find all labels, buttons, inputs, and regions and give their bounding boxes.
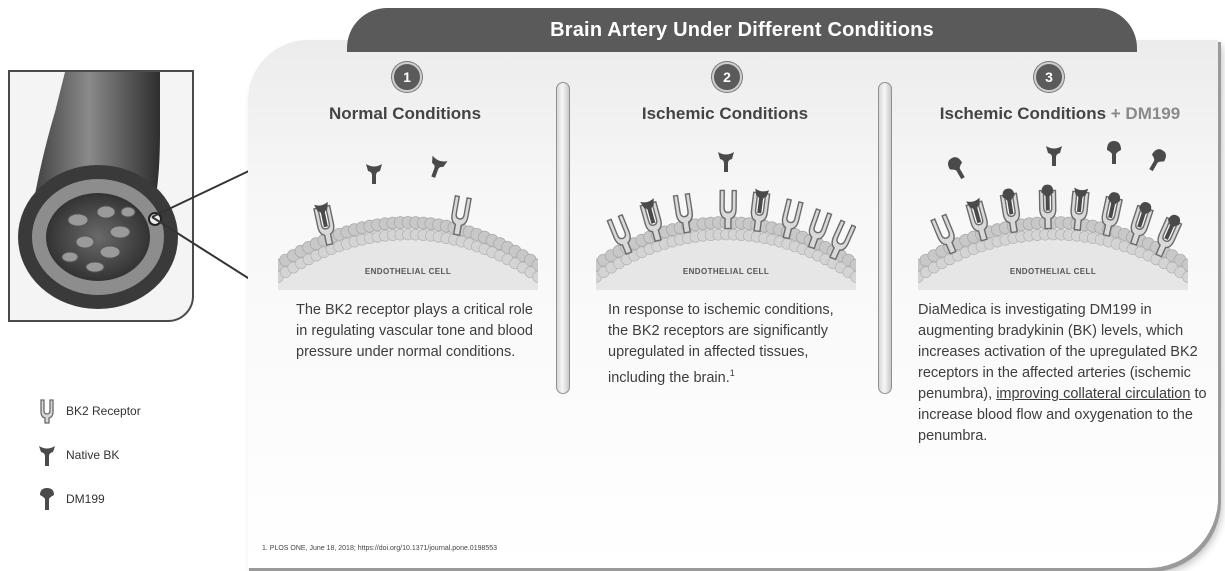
panel-description: DiaMedica is investigating DM199 in augm… xyxy=(918,300,1208,447)
collateral-circulation-link-text: improving collateral circulation xyxy=(996,386,1190,402)
footnote: 1. PLOS ONE, June 18, 2018; https://doi.… xyxy=(262,545,497,552)
banner-title: Brain Artery Under Different Conditions xyxy=(347,8,1137,52)
panel-title: Ischemic Conditions xyxy=(620,104,830,124)
legend-item-bk2-receptor: BK2 Receptor xyxy=(38,398,141,424)
panel-divider xyxy=(878,82,892,394)
panel-description: The BK2 receptor plays a critical role i… xyxy=(296,300,541,363)
legend-label: BK2 Receptor xyxy=(66,404,141,418)
panel-title: Normal Conditions xyxy=(300,104,510,124)
legend: BK2 Receptor Native BK DM199 xyxy=(38,398,141,512)
dm199-molecule xyxy=(1145,147,1169,174)
bk2-receptor-icon xyxy=(38,398,56,424)
native-bk xyxy=(718,152,734,172)
step-number-badge: 3 xyxy=(1034,62,1064,92)
panel-divider xyxy=(556,82,570,394)
native-bk xyxy=(1046,146,1062,166)
legend-item-native-bk: Native BK xyxy=(38,442,141,468)
footnote-reference: 1 xyxy=(730,368,735,378)
panel-title-suffix: + DM199 xyxy=(1111,104,1180,123)
legend-item-dm199: DM199 xyxy=(38,486,141,512)
step-number-badge: 2 xyxy=(712,62,742,92)
native-bk xyxy=(366,164,382,184)
dm199-molecule xyxy=(945,155,969,182)
endothelial-cell-label: ENDOTHELIAL CELL xyxy=(278,267,538,276)
native-bk xyxy=(426,156,448,180)
step-number-badge: 1 xyxy=(392,62,422,92)
dm199-icon xyxy=(38,486,56,512)
endothelial-cell-label: ENDOTHELIAL CELL xyxy=(918,267,1188,276)
panel-description: In response to ischemic conditions, the … xyxy=(608,300,848,389)
native-bk-icon xyxy=(38,442,56,468)
panel-title: Ischemic Conditions + DM199 xyxy=(915,104,1205,124)
legend-label: Native BK xyxy=(66,448,119,462)
dm199-molecule xyxy=(1107,141,1121,164)
legend-label: DM199 xyxy=(66,492,105,506)
endothelial-cell-label: ENDOTHELIAL CELL xyxy=(596,267,856,276)
